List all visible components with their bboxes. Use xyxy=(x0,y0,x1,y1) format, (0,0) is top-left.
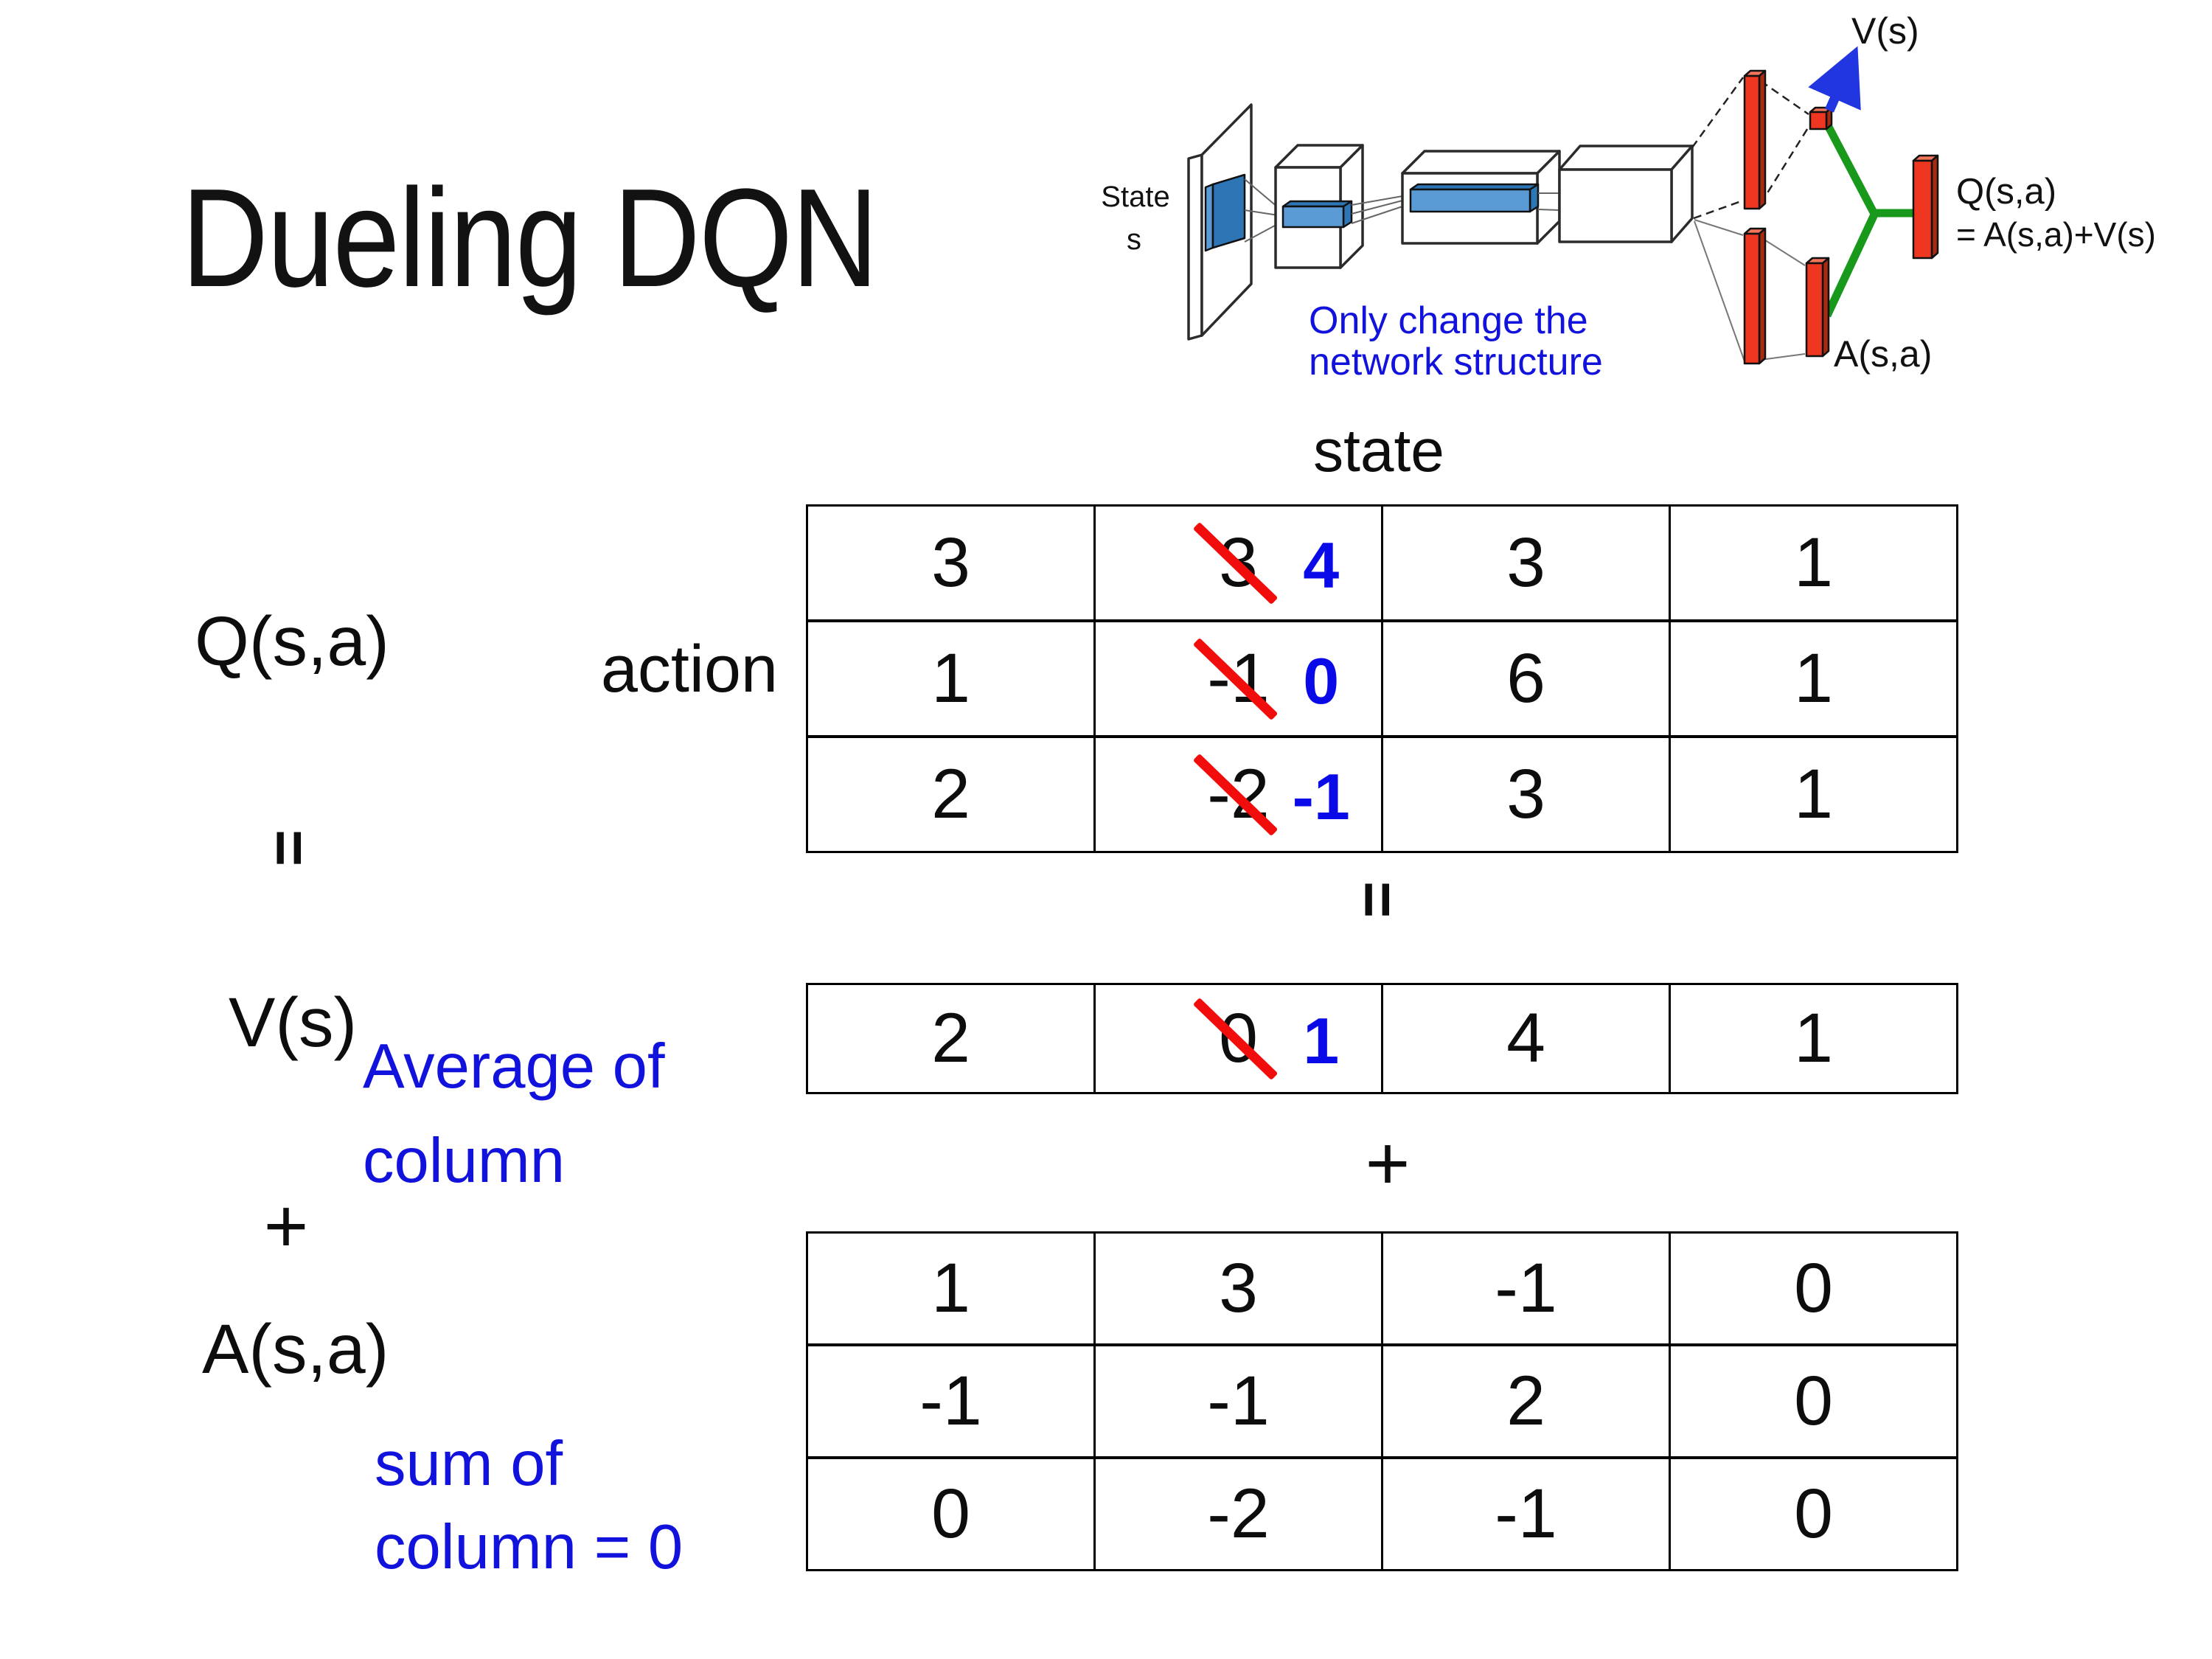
equals-sign-left: = xyxy=(253,829,324,867)
table-cell: 0 xyxy=(1669,1346,1956,1456)
plus-sign-left: + xyxy=(263,1183,309,1269)
table-cell: 1 xyxy=(931,1249,970,1327)
table-row: 2 -2-131 xyxy=(808,735,1956,851)
action-axis-label: action xyxy=(600,633,778,706)
value-output-label: V(s) xyxy=(1851,10,1919,52)
fc-cube-shape xyxy=(1558,145,1694,243)
input-patch-shape xyxy=(1204,173,1246,252)
table-cell: 1 xyxy=(1669,507,1956,619)
table-cell: 6 xyxy=(1381,622,1669,735)
table-cell: 1 xyxy=(1669,738,1956,851)
q-output-label-line1: Q(s,a) xyxy=(1956,172,2056,212)
sum-note-line2: column = 0 xyxy=(375,1512,684,1582)
state-input-label: State xyxy=(1101,181,1169,213)
network-diagram: State s Only change the network structur… xyxy=(1101,10,2156,383)
v-values-table: 2 0141 xyxy=(806,983,1958,1094)
advantage-output-label: A(s,a) xyxy=(1834,333,1932,375)
diagram-note-line1: Only change the xyxy=(1309,299,1588,342)
average-note: Average of column xyxy=(363,1020,665,1208)
plus-sign-mid: + xyxy=(1365,1121,1411,1206)
value-hidden-bar xyxy=(1743,69,1767,210)
table-cell: 3 xyxy=(1381,738,1669,851)
connector-lines xyxy=(1351,195,1403,224)
advantage-hidden-bar xyxy=(1743,227,1767,365)
corrected-cell: 34 xyxy=(1093,507,1381,619)
table-cell: 0 xyxy=(1669,1459,1956,1569)
value-arrow xyxy=(1808,46,1861,113)
v-matrix-label: V(s) xyxy=(229,984,358,1062)
table-cell: 1 xyxy=(1669,622,1956,735)
table-cell: 0 xyxy=(1669,1234,1956,1343)
table-cell: 2 xyxy=(1381,1346,1669,1456)
table-cell: 1 xyxy=(1669,985,1956,1092)
q-matrix-label: Q(s,a) xyxy=(195,602,389,681)
table-cell: -1 xyxy=(1093,1346,1381,1456)
table-row: 2 0141 xyxy=(808,985,1956,1092)
average-note-line1: Average of xyxy=(363,1032,665,1102)
advantage-output-bar xyxy=(1805,257,1830,358)
sum-note: sum of column = 0 xyxy=(375,1422,683,1589)
table-cell: 2 xyxy=(931,755,970,833)
corrected-cell: -2-1 xyxy=(1093,738,1381,851)
input-plate-shape xyxy=(1187,103,1253,341)
new-value: -1 xyxy=(1292,759,1350,833)
table-cell: 1 xyxy=(931,639,970,717)
value-output-node xyxy=(1809,106,1833,131)
conv2-slab-shape xyxy=(1409,183,1540,213)
dashed-connectors xyxy=(1691,77,1810,220)
a-matrix-label: A(s,a) xyxy=(202,1310,389,1388)
average-note-line2: column xyxy=(363,1126,566,1196)
connector-lines xyxy=(1537,192,1560,211)
new-value: 1 xyxy=(1303,1004,1340,1077)
slide-title: Dueling DQN xyxy=(181,160,878,316)
table-cell: -2 xyxy=(1093,1459,1381,1569)
new-value: 4 xyxy=(1303,528,1340,602)
table-cell: 2 xyxy=(931,999,970,1077)
state-axis-label: state xyxy=(1313,417,1444,484)
table-cell: -1 xyxy=(1381,1234,1669,1343)
table-cell: 4 xyxy=(1381,985,1669,1092)
table-row: 33431 xyxy=(808,507,1956,619)
new-value: 0 xyxy=(1303,644,1340,717)
table-cell: 3 xyxy=(931,524,970,602)
equals-sign-mid: = xyxy=(1341,880,1413,919)
table-cell: 0 xyxy=(931,1475,970,1553)
table-cell: -1 xyxy=(1381,1459,1669,1569)
state-input-sublabel: s xyxy=(1127,223,1141,256)
diagram-note-line2: network structure xyxy=(1309,341,1603,383)
q-output-bar xyxy=(1912,154,1939,260)
table-cell: -1 xyxy=(919,1362,982,1440)
combine-lines xyxy=(1823,125,1914,318)
corrected-cell: -10 xyxy=(1093,622,1381,735)
thin-connectors xyxy=(1694,219,1806,362)
table-cell: 3 xyxy=(1093,1234,1381,1343)
sum-note-line1: sum of xyxy=(375,1429,563,1499)
table-cell: 3 xyxy=(1381,507,1669,619)
conv1-slab-shape xyxy=(1281,200,1353,229)
q-output-label-line2: = A(s,a)+V(s) xyxy=(1956,215,2156,254)
corrected-cell: 01 xyxy=(1093,985,1381,1092)
